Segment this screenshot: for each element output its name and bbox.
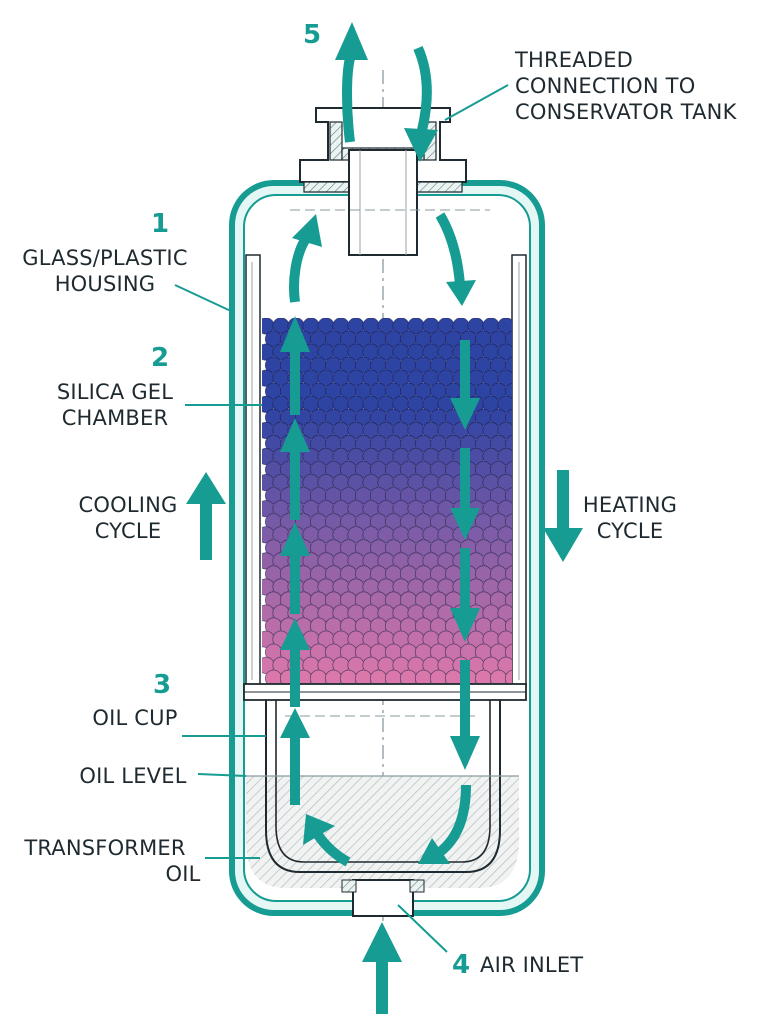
silica-gel-chamber	[245, 254, 527, 686]
silica-bead	[504, 669, 512, 684]
silica-label-line-2: CHAMBER	[62, 406, 169, 430]
silica-bead	[504, 487, 512, 505]
threaded-leader-line	[444, 84, 509, 121]
arrow-up-icon	[280, 708, 310, 805]
cooling-label-line-1: COOLING	[79, 493, 178, 517]
silica-bead	[497, 552, 512, 570]
threaded-label-line-2: CONNECTION TO	[515, 74, 695, 98]
silica-bead	[504, 382, 512, 400]
heating-label-line-1: HEATING	[583, 493, 677, 517]
arrow-down-icon	[450, 340, 480, 430]
silica-bead	[497, 369, 512, 387]
callout-number-2: 2	[151, 343, 169, 373]
arrow-down-icon	[418, 784, 471, 864]
transformer-oil-label-line-2: OIL	[165, 862, 200, 886]
air-inlet-label: AIR INLET	[480, 953, 583, 977]
silica-bead	[497, 604, 512, 622]
arrow-up-icon	[335, 22, 368, 143]
arrow-up-icon	[280, 418, 310, 520]
transformer-oil-fill	[246, 776, 519, 888]
silica-label-line-1: SILICA GEL	[57, 380, 173, 404]
silica-bead	[504, 356, 512, 374]
callout-number-1: 1	[151, 209, 169, 239]
silica-bead	[497, 656, 512, 674]
housing-label-line-1: GLASS/PLASTIC	[22, 246, 187, 270]
silica-bead	[497, 500, 512, 518]
silica-bead	[497, 474, 512, 492]
oil-cup	[243, 683, 527, 888]
silica-bead	[504, 330, 512, 348]
arrow-down-icon	[404, 45, 438, 162]
arrow-down-icon	[450, 548, 480, 642]
heating-arrow-icon	[543, 470, 583, 562]
silica-bead	[504, 461, 512, 479]
cooling-arrow-icon	[186, 472, 226, 560]
silica-bead	[497, 343, 512, 361]
housing-label-line-2: HOUSING	[55, 272, 156, 296]
airflow-arrows	[280, 22, 480, 1014]
silica-bead	[504, 591, 512, 609]
threaded-label-line-3: CONSERVATOR TANK	[515, 100, 738, 124]
heating-label-line-2: CYCLE	[597, 519, 664, 543]
arrow-up-icon	[280, 316, 310, 415]
air-inlet-leader-line	[397, 904, 448, 953]
oil-cup-label: OIL CUP	[92, 706, 177, 730]
silica-gel-beads	[262, 318, 512, 684]
silica-bead	[497, 526, 512, 544]
callout-number-4: 4	[452, 950, 470, 980]
oil-level-leader-line	[197, 773, 247, 777]
silica-bead	[497, 447, 512, 466]
silica-bead	[497, 421, 512, 439]
callout-number-5: 5	[303, 20, 321, 50]
arrow-down-icon	[450, 660, 480, 770]
arrow-up-icon	[303, 814, 351, 867]
silica-bead	[504, 539, 512, 557]
transformer-oil-label-line-1: TRANSFORMER	[23, 836, 185, 860]
threaded-label-line-1: THREADED	[514, 48, 633, 72]
silica-bead	[497, 578, 512, 596]
silica-bead	[504, 565, 512, 583]
arrow-down-icon	[435, 212, 476, 306]
oil-level-label: OIL LEVEL	[79, 764, 186, 788]
callout-number-3: 3	[153, 670, 171, 700]
silica-bead	[504, 513, 512, 531]
silica-bead	[504, 643, 512, 661]
arrow-up-icon	[280, 522, 310, 614]
housing-leader-line	[174, 284, 234, 313]
arrow-down-icon	[450, 448, 480, 540]
silica-bead	[504, 408, 512, 426]
arrow-up-icon	[362, 922, 402, 1014]
cooling-label-line-2: CYCLE	[95, 519, 162, 543]
air-inlet-nozzle	[341, 879, 425, 917]
arrow-up-icon	[289, 214, 322, 303]
silica-bead	[497, 318, 512, 335]
silica-bead	[504, 617, 512, 635]
silica-bead	[497, 395, 512, 413]
silica-bead	[504, 435, 512, 452]
silica-bead	[497, 630, 512, 648]
arrow-up-icon	[280, 618, 310, 707]
